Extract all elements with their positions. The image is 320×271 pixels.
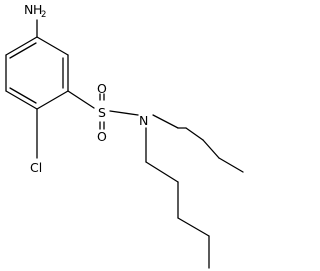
oxygen-top-label: O bbox=[97, 81, 107, 96]
amine-nitrogen-label: N bbox=[24, 2, 33, 17]
ring-bond-1 bbox=[36, 36, 69, 56]
butyl-chain-lower bbox=[145, 127, 210, 269]
ring-bond-6 bbox=[5, 36, 38, 56]
ring-to-sulfur-bond bbox=[67, 90, 95, 109]
molecule-drawing: N H 2 S O O N Cl bbox=[5, 2, 244, 269]
amine-hydrogen-label: H bbox=[33, 2, 42, 17]
oxygen-bottom-label: O bbox=[97, 129, 107, 144]
sulfur-nitrogen-bond bbox=[109, 110, 139, 116]
butyl2-bond-4 bbox=[177, 217, 210, 237]
butyl1-bond-5 bbox=[218, 157, 244, 173]
ring-bond-3 bbox=[36, 90, 69, 110]
chlorine-label: Cl bbox=[30, 160, 42, 175]
structure-canvas: N H 2 S O O N Cl bbox=[5, 2, 244, 269]
butyl1-bond-1 bbox=[152, 114, 179, 129]
ring-double-bond-top bbox=[9, 42, 37, 59]
ring-bond-4 bbox=[5, 90, 38, 110]
ring-double-bond-bottom bbox=[9, 87, 37, 104]
butyl1-bond-4 bbox=[202, 139, 220, 159]
benzene-ring bbox=[5, 36, 69, 110]
butyl1-bond-3 bbox=[185, 127, 204, 141]
sulfonamide-nitrogen-label: N bbox=[139, 113, 148, 128]
butyl2-bond-2 bbox=[145, 161, 179, 183]
sulfur-label: S bbox=[98, 105, 106, 120]
amine-hydrogen-count: 2 bbox=[41, 10, 46, 20]
butyl-chain-upper bbox=[152, 114, 244, 173]
